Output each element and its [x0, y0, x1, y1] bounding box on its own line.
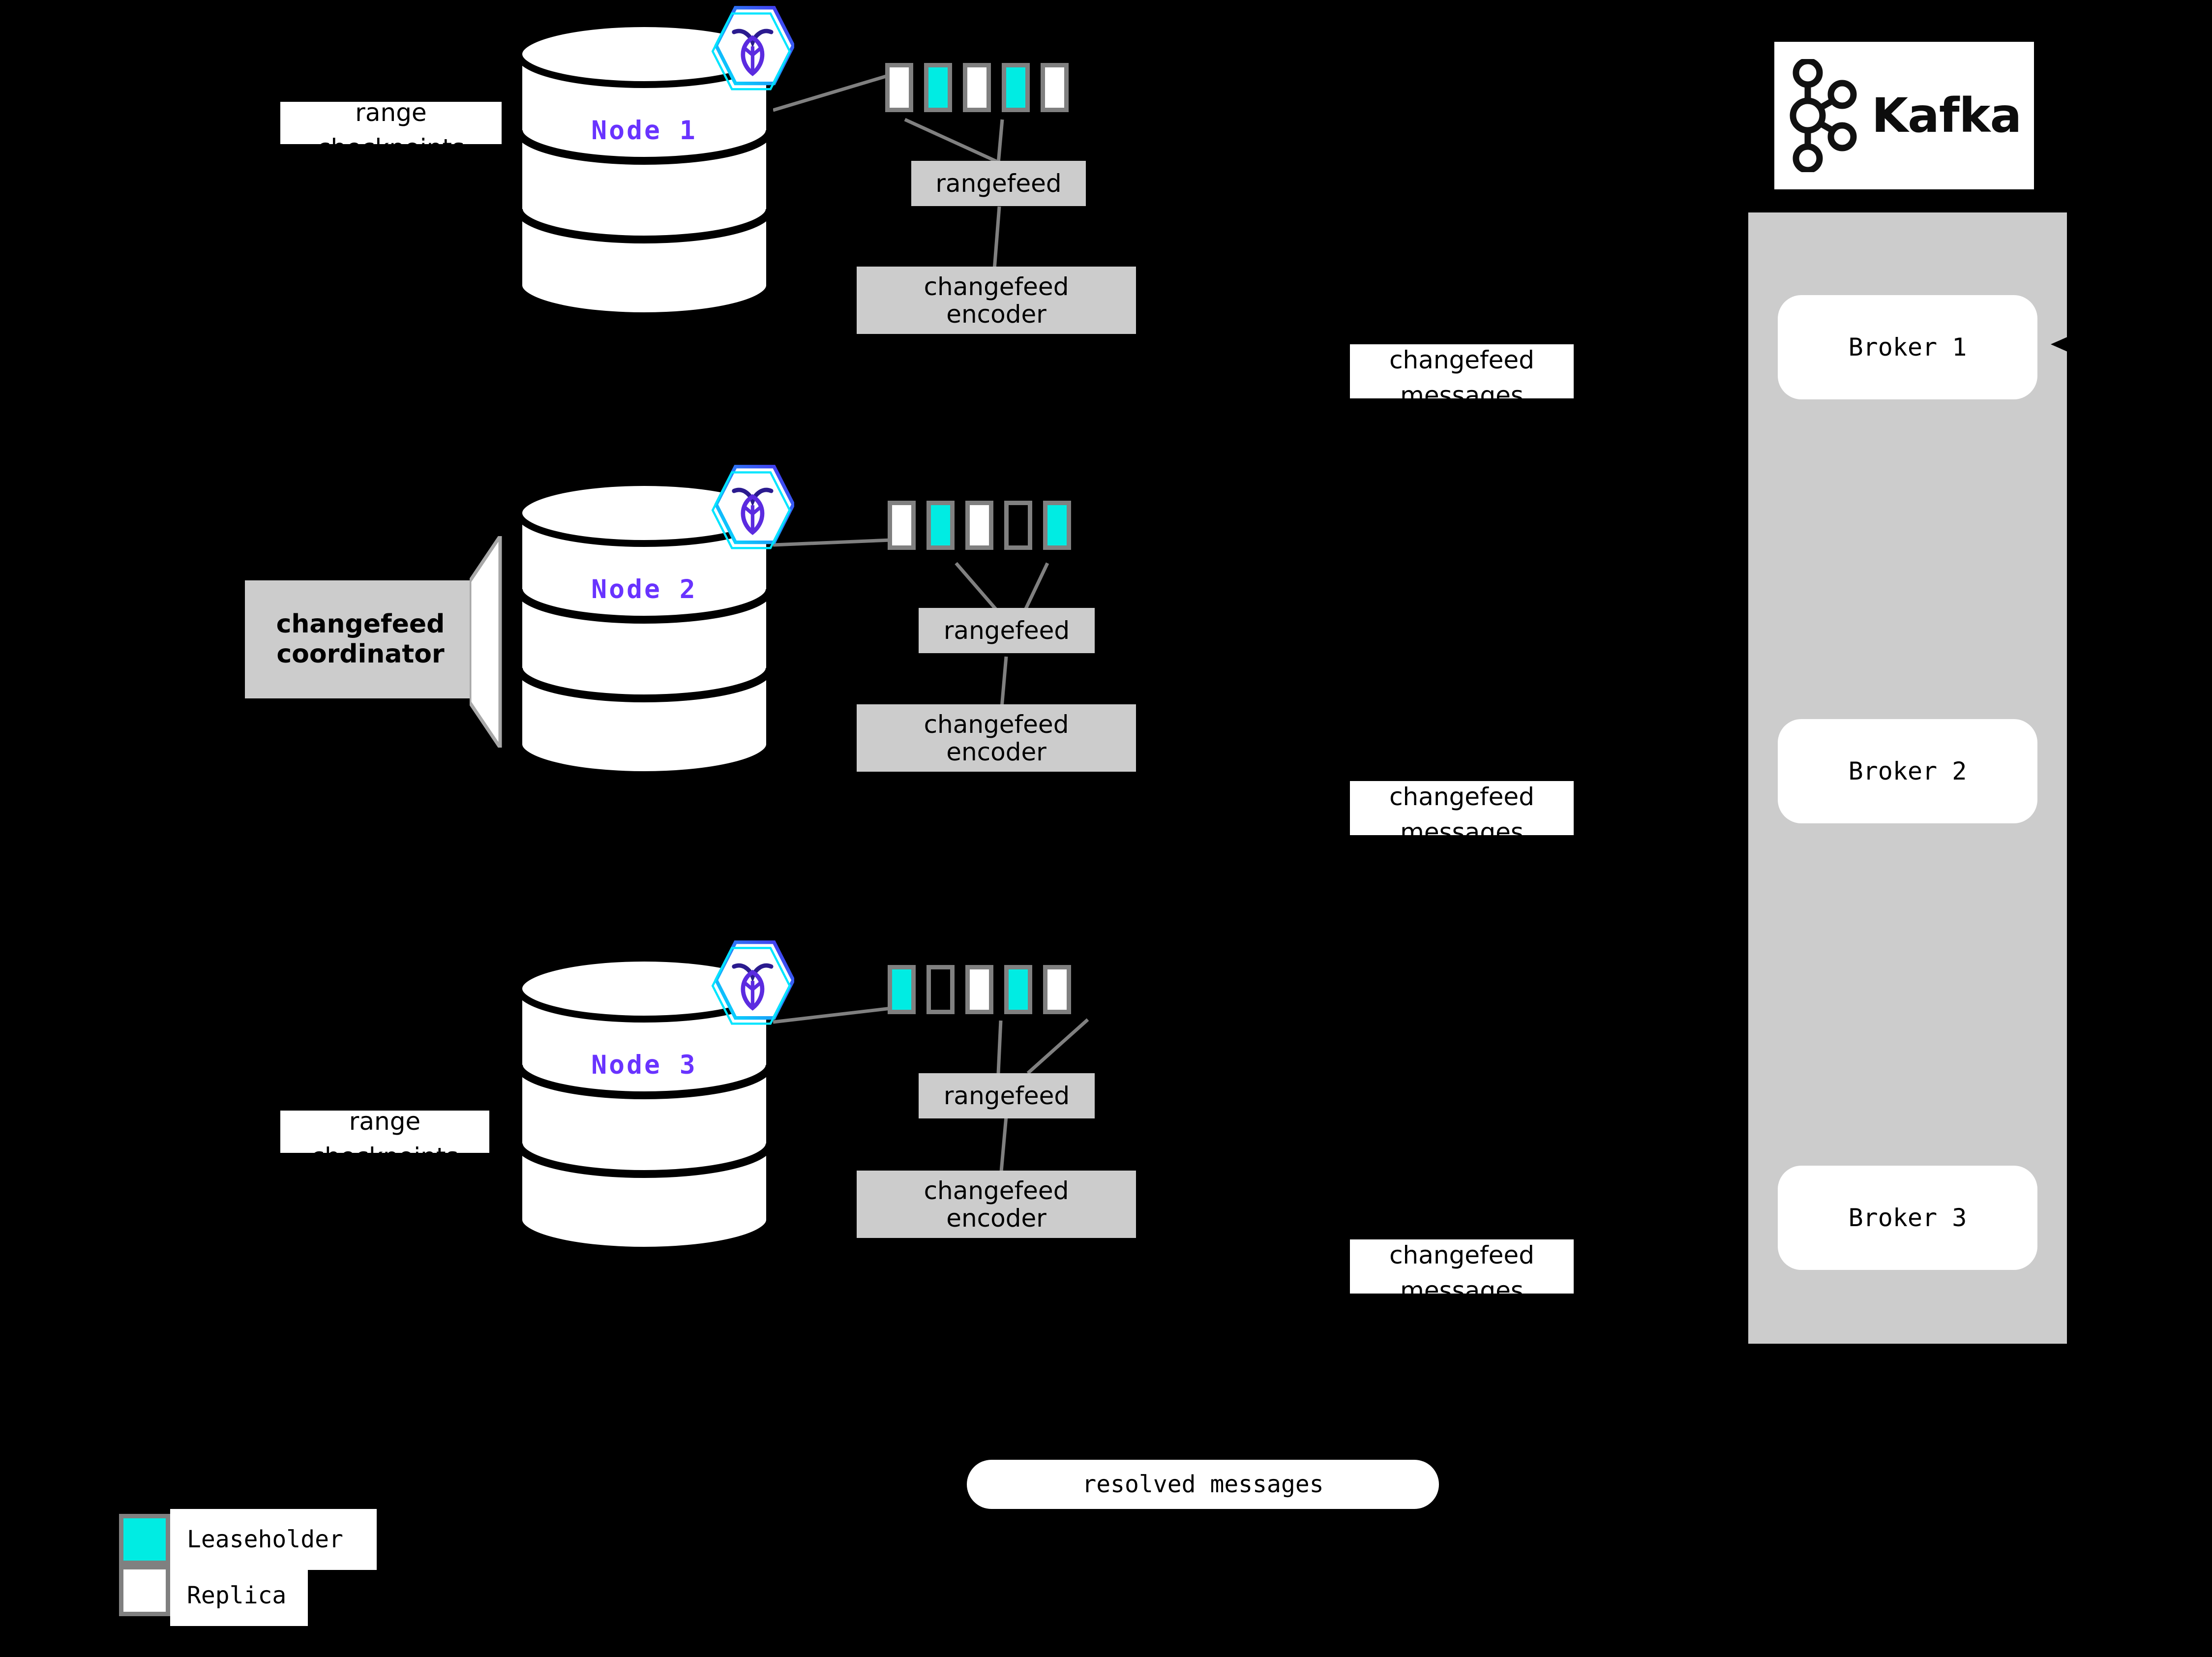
range-leaseholder	[1004, 965, 1032, 1014]
node-cylinder	[515, 20, 774, 319]
coordinator-line-1: changefeed	[276, 609, 445, 639]
range-checkpoints-1: range checkpoints	[280, 98, 502, 162]
message-line-1: changefeed	[1389, 1241, 1534, 1269]
checkpoint-line-2: checkpoints	[311, 1143, 459, 1171]
encoder-line-2: encoder	[946, 1204, 1046, 1233]
range-replica	[965, 501, 993, 550]
node-2-changefeed-encoder: changefeed encoder	[857, 704, 1136, 772]
range-empty	[927, 965, 955, 1014]
coordinator-line-2: coordinator	[276, 639, 445, 669]
node-3-rangefeed: rangefeed	[919, 1073, 1095, 1118]
range-leaseholder	[927, 501, 955, 550]
range-replica	[965, 965, 993, 1014]
cockroachdb-hex-icon	[711, 6, 794, 90]
broker-2[interactable]: Broker 2	[1778, 719, 2037, 823]
node-cylinder	[515, 479, 774, 778]
kafka-wordmark: Kafka	[1871, 88, 2022, 143]
node-label: Node 2	[591, 574, 697, 604]
encoder-line-1: changefeed	[924, 272, 1069, 301]
node-1-changefeed-encoder: changefeed encoder	[857, 267, 1136, 334]
broker-3[interactable]: Broker 3	[1778, 1166, 2037, 1270]
resolved-messages-label: resolved messages	[1082, 1471, 1324, 1498]
checkpoint-line-2: checkpoints	[317, 134, 465, 162]
node-label: Node 3	[591, 1050, 697, 1080]
legend-swatch-replica	[119, 1565, 170, 1616]
legend-text-leaseholder: Leaseholder	[187, 1526, 343, 1553]
node-3: Node 3	[514, 940, 794, 1257]
legend-label-leaseholder: Leaseholder	[170, 1509, 377, 1570]
range-checkpoints-3: range checkpoints	[280, 1107, 489, 1171]
encoder-line-1: changefeed	[924, 710, 1069, 739]
cockroachdb-hex-icon	[711, 465, 794, 549]
coordinator-connector	[470, 536, 502, 748]
checkpoint-line-1: range	[349, 1107, 421, 1136]
broker-label: Broker 1	[1848, 333, 1967, 362]
node-1-rangefeed: rangefeed	[911, 161, 1086, 206]
range-leaseholder	[1002, 63, 1030, 112]
range-leaseholder	[1043, 501, 1071, 550]
message-line-2: messages	[1400, 1276, 1524, 1305]
message-line-2: messages	[1400, 818, 1524, 846]
legend-swatch-leaseholder	[119, 1514, 170, 1565]
coordinator-box: changefeed coordinator	[245, 580, 476, 698]
broker-label: Broker 3	[1848, 1204, 1967, 1232]
range-replica	[963, 63, 991, 112]
node-2-ranges	[888, 501, 1071, 550]
kafka-nodes-icon	[1790, 59, 1857, 172]
encoder-line-2: encoder	[946, 300, 1046, 329]
changefeed-messages-2: changefeed messages	[1350, 781, 1574, 846]
incoming-arrow-icon	[2051, 333, 2075, 355]
range-replica	[888, 501, 916, 550]
node-1-ranges	[885, 63, 1069, 112]
node-2-rangefeed: rangefeed	[919, 608, 1095, 653]
changefeed-messages-1: changefeed messages	[1350, 344, 1574, 409]
node-cylinder	[515, 955, 774, 1254]
resolved-messages-pill: resolved messages	[967, 1460, 1439, 1509]
message-line-1: changefeed	[1389, 783, 1534, 811]
range-replica	[1041, 63, 1069, 112]
kafka-broker-panel: Broker 1 Broker 2 Broker 3	[1748, 212, 2067, 1344]
broker-label: Broker 2	[1848, 757, 1967, 785]
range-leaseholder	[924, 63, 952, 112]
legend-text-replica: Replica	[187, 1582, 287, 1609]
encoder-line-2: encoder	[946, 737, 1046, 766]
range-replica	[1043, 965, 1071, 1014]
checkpoint-line-1: range	[355, 98, 427, 127]
message-line-2: messages	[1400, 381, 1524, 410]
message-line-1: changefeed	[1389, 346, 1534, 374]
broker-1[interactable]: Broker 1	[1778, 295, 2037, 399]
node-label: Node 1	[591, 116, 697, 146]
legend-label-replica: Replica	[170, 1565, 308, 1626]
node-3-ranges	[888, 965, 1071, 1014]
changefeed-coordinator: changefeed coordinator	[245, 580, 476, 698]
range-empty	[1004, 501, 1032, 550]
range-leaseholder	[888, 965, 916, 1014]
kafka-logo: Kafka	[1774, 42, 2034, 189]
changefeed-messages-3: changefeed messages	[1350, 1239, 1574, 1304]
range-replica	[885, 63, 913, 112]
node-3-changefeed-encoder: changefeed encoder	[857, 1171, 1136, 1238]
encoder-line-1: changefeed	[924, 1176, 1069, 1205]
cockroachdb-hex-icon	[711, 940, 794, 1025]
node-1: Node 1	[514, 6, 794, 322]
node-2: Node 2	[514, 465, 794, 781]
